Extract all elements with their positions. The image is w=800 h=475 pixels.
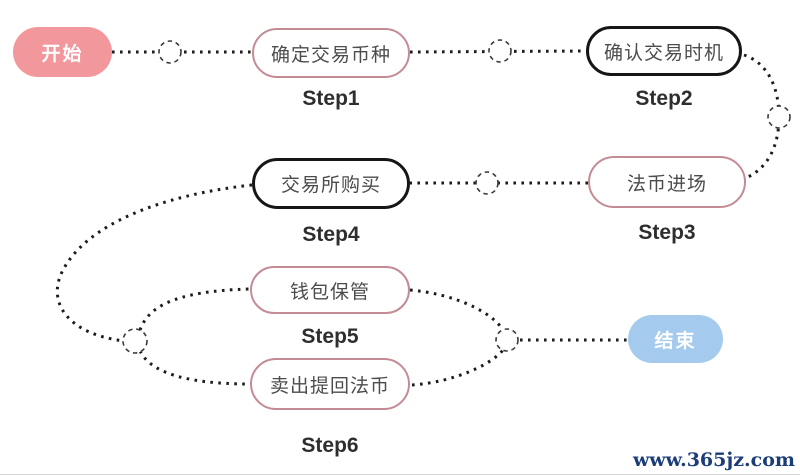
junction-circle-1: [158, 40, 182, 64]
node-step5: 钱包保管: [250, 266, 410, 314]
junction-circle-3: [767, 105, 791, 129]
step4-caption: Step4: [302, 223, 360, 246]
junction-circle-2: [488, 39, 512, 63]
step3-caption: Step3: [638, 221, 696, 244]
step5-caption: Step5: [301, 325, 359, 348]
start-node: 开始: [13, 27, 112, 77]
junction-circle-5: [122, 328, 148, 354]
edge-step6-junction2: [411, 349, 505, 387]
step6-caption: Step6: [301, 434, 359, 457]
edge-junction-step6: [138, 350, 251, 386]
watermark-link[interactable]: www.365jz.com: [632, 449, 795, 471]
end-node: 结束: [628, 315, 723, 363]
junction-circle-4: [475, 171, 499, 195]
node-step1: 确定交易币种: [252, 28, 410, 78]
step1-caption: Step1: [302, 87, 360, 110]
step2-caption: Step2: [635, 87, 693, 110]
edge-junction-step5: [138, 287, 251, 331]
node-step4: 交易所购买: [252, 158, 410, 209]
junction-circle-6: [495, 328, 519, 352]
node-step2: 确认交易时机: [586, 26, 742, 76]
edge-step5-junction2: [409, 288, 505, 331]
edge-step4-junction: [55, 183, 253, 343]
node-step3: 法币进场: [588, 156, 746, 208]
node-step6: 卖出提回法币: [250, 358, 410, 410]
